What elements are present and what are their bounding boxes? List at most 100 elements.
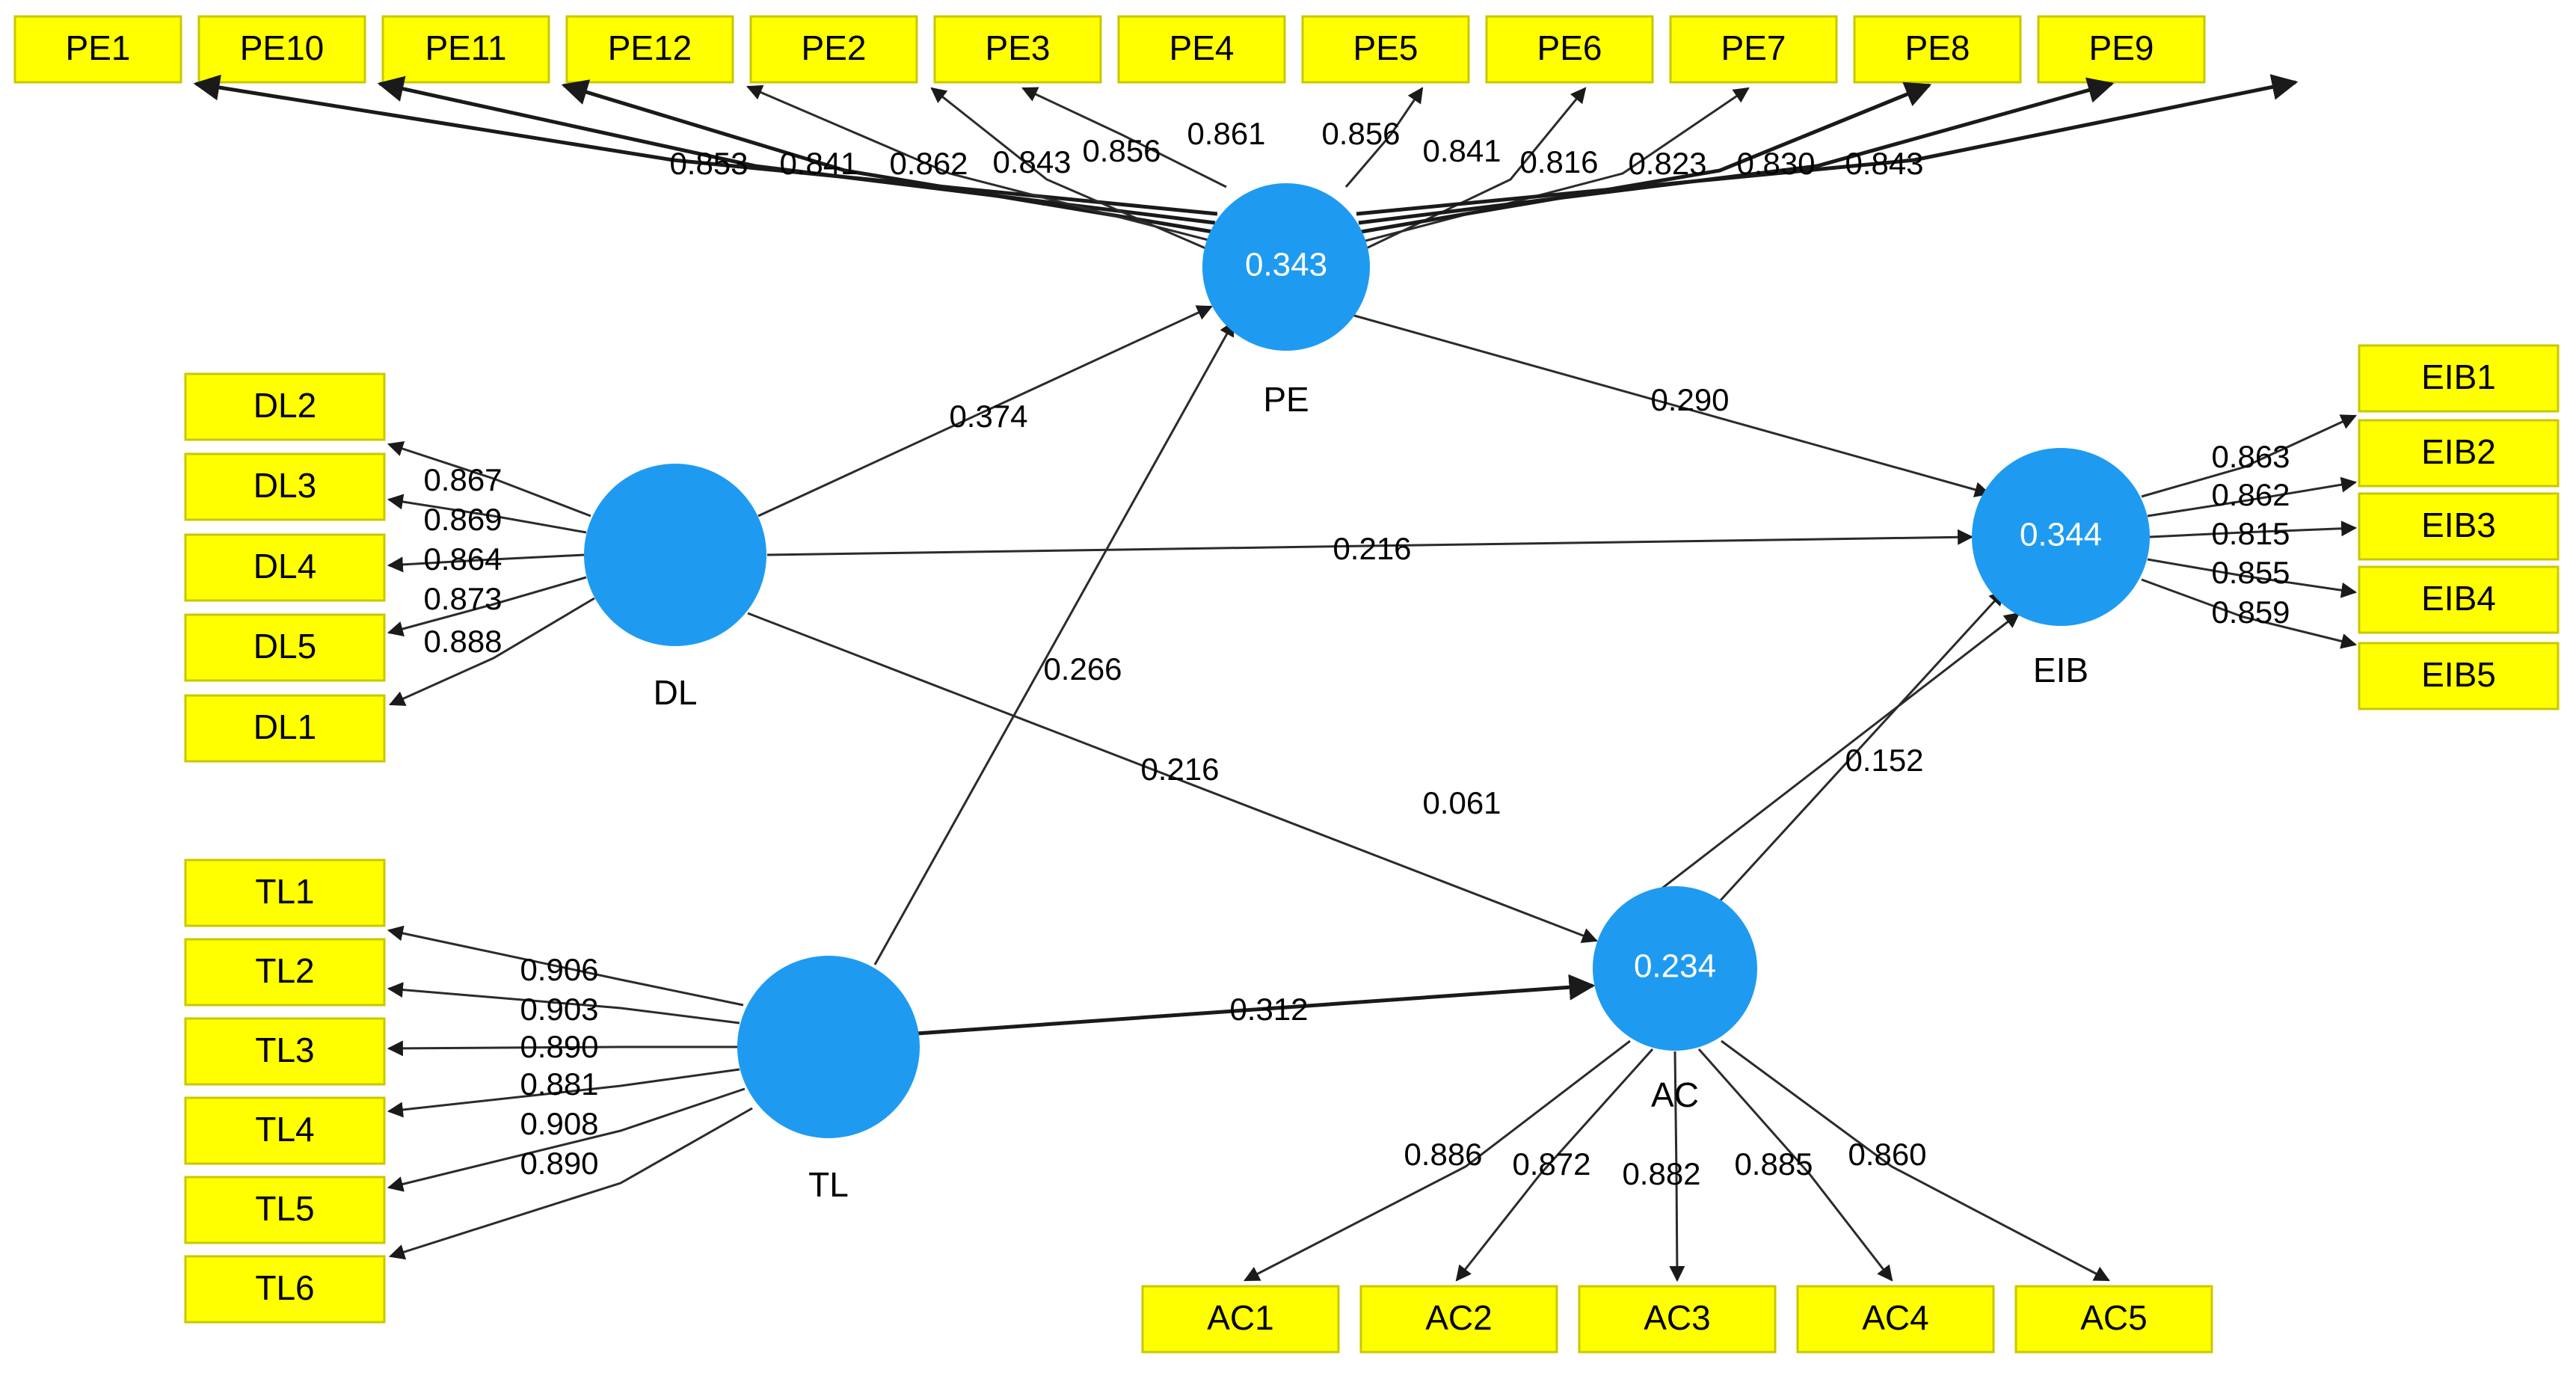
- construct-circle-tl[interactable]: [737, 956, 920, 1138]
- indicator-label: EIB1: [2421, 357, 2496, 396]
- path-label-dl-ac: 0.216: [1140, 752, 1219, 787]
- construct-circle-pe[interactable]: [1202, 183, 1370, 351]
- indicator-box[interactable]: DL5: [184, 613, 386, 682]
- eib-loading-labels: 0.863 0.862 0.815 0.855 0.859: [2211, 439, 2290, 630]
- indicator-box[interactable]: DL4: [184, 533, 386, 602]
- indicator-label: PE12: [608, 28, 692, 67]
- path-label-dl-pe: 0.374: [949, 399, 1027, 434]
- loading-label: 0.815: [2211, 516, 2290, 551]
- loading-edge: [1362, 87, 1587, 251]
- indicator-box[interactable]: TL3: [184, 1017, 386, 1086]
- indicator-box[interactable]: PE3: [933, 15, 1102, 84]
- indicator-box[interactable]: AC1: [1141, 1285, 1340, 1354]
- loading-edge: [387, 982, 740, 1025]
- indicator-box[interactable]: PE9: [2037, 15, 2206, 84]
- loading-edge: [1356, 74, 2299, 216]
- path-dl-eib: [766, 529, 1974, 556]
- indicator-box[interactable]: PE5: [1301, 15, 1470, 84]
- loading-edge: [561, 79, 1214, 234]
- indicator-box[interactable]: TL5: [184, 1176, 386, 1244]
- path-label-ac-eib-1: 0.061: [1422, 785, 1501, 820]
- loading-edge: [2147, 558, 2358, 598]
- path-label-dl-eib: 0.216: [1332, 531, 1411, 566]
- loading-edge: [387, 1068, 740, 1118]
- indicator-label: PE4: [1169, 28, 1235, 67]
- loading-edge: [746, 85, 1212, 242]
- loading-edge: [389, 597, 595, 706]
- loading-label: 0.906: [520, 952, 598, 987]
- loading-edge: [1021, 87, 1227, 188]
- eib-indicator-group: EIB1 EIB2 EIB3 EIB4 EIB5: [2358, 344, 2560, 710]
- indicator-label: EIB3: [2421, 506, 2496, 544]
- loading-edge: [1360, 82, 1932, 234]
- indicator-box[interactable]: EIB5: [2358, 642, 2560, 710]
- indicator-label: TL2: [255, 951, 314, 990]
- path-label-tl-pe: 0.266: [1043, 651, 1122, 686]
- indicator-box[interactable]: PE12: [565, 15, 734, 84]
- indicator-label: DL4: [253, 547, 316, 586]
- construct-circle-ac[interactable]: [1593, 886, 1757, 1051]
- indicator-box[interactable]: EIB2: [2358, 419, 2560, 488]
- tl-indicator-group: TL1 TL2 TL3 TL4 TL5 TL6: [184, 858, 386, 1324]
- indicator-box[interactable]: PE7: [1669, 15, 1838, 84]
- tl-loading-edges: [387, 925, 753, 1260]
- loading-edge: [387, 925, 744, 1007]
- loading-label: 0.888: [423, 624, 502, 659]
- indicator-box[interactable]: EIB1: [2358, 344, 2560, 413]
- construct-circle-dl[interactable]: [584, 464, 766, 646]
- loading-label: 0.882: [1622, 1156, 1700, 1191]
- loading-label: 0.816: [1519, 144, 1598, 179]
- construct-pe[interactable]: 0.343 PE: [1202, 183, 1370, 419]
- loading-label: 0.841: [1422, 133, 1501, 168]
- pe-loading-labels: 0.853 0.841 0.862 0.843 0.856 0.861 0.85…: [669, 116, 1923, 181]
- indicator-box[interactable]: PE11: [381, 15, 550, 84]
- loading-label: 0.862: [2211, 477, 2290, 512]
- loading-edge: [387, 1040, 737, 1057]
- loading-edge: [2141, 414, 2357, 498]
- construct-eib[interactable]: 0.344 EIB: [1972, 448, 2150, 689]
- indicator-box[interactable]: PE4: [1117, 15, 1286, 84]
- indicator-box[interactable]: AC3: [1578, 1285, 1777, 1354]
- indicator-box[interactable]: DL3: [184, 452, 386, 521]
- path-dl-ac: [747, 612, 1598, 943]
- indicator-box[interactable]: AC2: [1359, 1285, 1558, 1354]
- indicator-box[interactable]: EIB3: [2358, 492, 2560, 561]
- indicator-label: DL5: [253, 627, 316, 666]
- indicator-box[interactable]: PE1: [13, 15, 182, 84]
- construct-tl[interactable]: TL: [737, 956, 920, 1204]
- indicator-box[interactable]: AC5: [2014, 1285, 2213, 1354]
- indicator-box[interactable]: PE2: [749, 15, 918, 84]
- indicator-box[interactable]: DL1: [184, 694, 386, 763]
- indicator-box[interactable]: DL2: [184, 372, 386, 441]
- ac-loading-labels: 0.886 0.872 0.882 0.885 0.860: [1404, 1137, 1926, 1191]
- indicator-box[interactable]: TL4: [184, 1096, 386, 1165]
- indicator-box[interactable]: AC4: [1796, 1285, 1995, 1354]
- structural-paths: [747, 305, 2020, 1036]
- indicator-box[interactable]: TL1: [184, 858, 386, 927]
- loading-edge: [2141, 578, 2358, 649]
- loading-label: 0.823: [1628, 146, 1706, 181]
- indicator-label: TL3: [255, 1030, 314, 1069]
- indicator-box[interactable]: TL6: [184, 1255, 386, 1324]
- loading-label: 0.841: [779, 146, 858, 181]
- loading-edge: [387, 440, 591, 517]
- construct-ac[interactable]: 0.234 AC: [1593, 886, 1757, 1114]
- indicator-label: PE8: [1905, 28, 1970, 67]
- indicator-label: PE7: [1721, 28, 1786, 67]
- indicator-box[interactable]: PE8: [1853, 15, 2022, 84]
- loading-label: 0.859: [2211, 595, 2290, 630]
- indicator-box[interactable]: PE6: [1485, 15, 1654, 84]
- indicator-box[interactable]: TL2: [184, 938, 386, 1007]
- indicator-box[interactable]: EIB4: [2358, 565, 2560, 634]
- indicator-label: PE2: [802, 28, 867, 67]
- indicator-box[interactable]: PE10: [197, 15, 366, 84]
- structural-path-labels: 0.374 0.266 0.290 0.216 0.216 0.312 0.06…: [949, 382, 1923, 1027]
- pe-indicator-group: PE1 PE10 PE11 PE12 PE2 PE3 PE4 PE5 PE6 P…: [13, 15, 2206, 84]
- construct-dl[interactable]: DL: [584, 464, 766, 712]
- loading-edge: [387, 494, 587, 534]
- construct-circle-eib[interactable]: [1972, 448, 2150, 626]
- construct-r2-ac: 0.234: [1634, 948, 1716, 985]
- path-dl-pe: [757, 305, 1213, 517]
- loading-edge: [2149, 520, 2358, 538]
